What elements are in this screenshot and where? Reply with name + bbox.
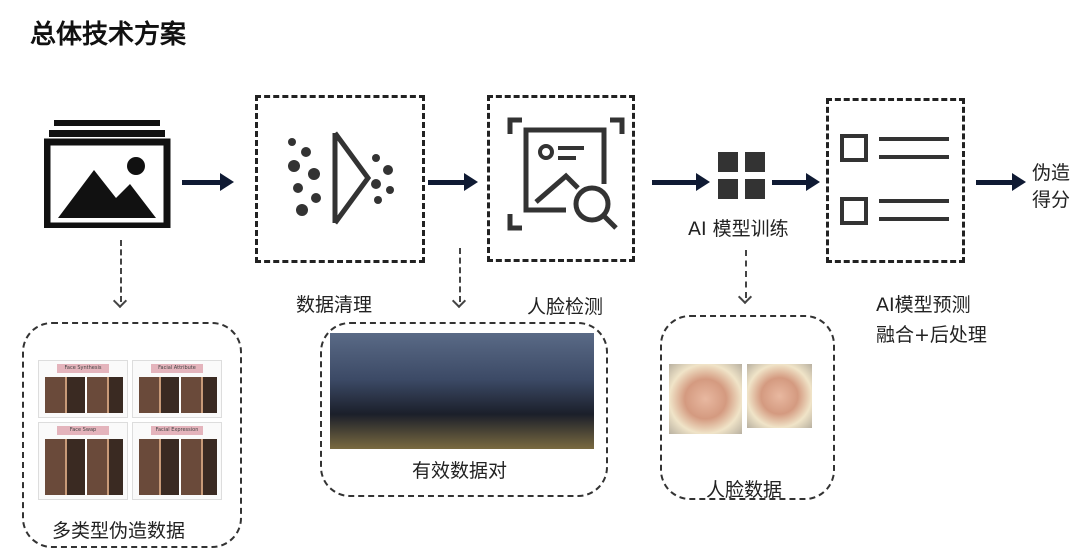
face-thumbnails: [139, 439, 217, 495]
valid-pairs-label: 有效数据对: [412, 460, 508, 482]
arrow-icon: [652, 173, 710, 191]
video-frame-image: [330, 333, 462, 449]
prediction-label-line2: 融合+后处理: [876, 324, 987, 346]
checklist-icon: [840, 134, 949, 225]
face-detection-label: 人脸检测: [527, 296, 604, 318]
face-crop-image: [747, 364, 812, 428]
face-crop-image: [669, 364, 742, 434]
video-frame-image: [462, 333, 594, 449]
dashed-arrow: [459, 248, 461, 302]
image-search-icon: [507, 117, 625, 231]
arrow-icon: [772, 173, 820, 191]
dashed-arrow: [120, 240, 122, 302]
multi-type-data-box: Face Synthesis Facial Attribute Face Swa…: [22, 322, 242, 548]
prediction-label-line1: AI模型预测: [876, 294, 971, 316]
prediction-step-box: [826, 98, 965, 263]
panel-title: Facial Attribute: [150, 364, 204, 373]
panel-title: Facial Expression: [150, 426, 204, 435]
dataset-panel: Facial Attribute: [132, 360, 222, 418]
dataset-panel: Face Swap: [38, 422, 128, 500]
dataset-panel: Face Synthesis: [38, 360, 128, 418]
dashed-arrow: [745, 250, 747, 298]
dataset-panel: Facial Expression: [132, 422, 222, 500]
cleaning-step-box: [255, 95, 425, 263]
valid-pairs-box: 有效数据对: [320, 322, 608, 497]
grid-icon: [718, 152, 765, 199]
filter-icon: [288, 131, 394, 225]
panel-title: Face Swap: [56, 426, 110, 435]
arrow-icon: [182, 173, 234, 191]
image-stack-icon: [44, 120, 171, 228]
arrow-icon: [428, 173, 478, 191]
arrow-icon: [976, 173, 1026, 191]
face-detection-step-box: [487, 95, 635, 262]
face-thumbnails: [45, 377, 123, 413]
face-thumbnails: [45, 439, 123, 495]
multi-type-data-label: 多类型伪造数据: [52, 520, 186, 542]
training-label: AI 模型训练: [688, 218, 789, 240]
output-label-line1: 伪造: [1032, 162, 1071, 184]
output-label-line2: 得分: [1032, 189, 1071, 211]
cleaning-label: 数据清理: [296, 294, 373, 316]
panel-title: Face Synthesis: [56, 364, 110, 373]
face-data-label: 人脸数据: [706, 479, 783, 501]
face-thumbnails: [139, 377, 217, 413]
page-title: 总体技术方案: [30, 20, 187, 50]
face-data-box: 人脸数据: [660, 315, 835, 501]
